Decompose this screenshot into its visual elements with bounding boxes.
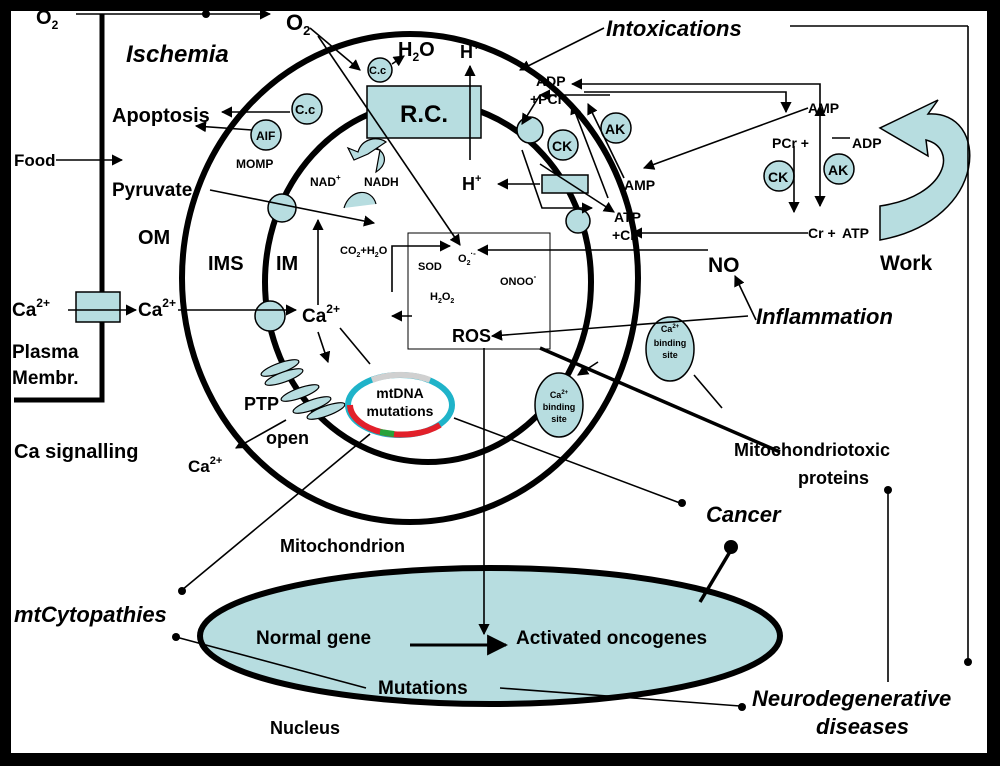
connector-dots [172,10,972,711]
ca-binding-site-1 [534,372,584,438]
label-mitotoxic-1: Mitochondriotoxic [734,440,890,460]
label-o2-radical: O2·- [458,249,476,267]
work-cycle-arrow [878,99,971,241]
label-atp-out: ATP [842,225,869,241]
label-ca-bind-2c: site [662,350,678,360]
label-om: OM [138,227,170,249]
nad-cycle-arrow [343,191,377,209]
label-inflammation: Inflammation [756,304,893,329]
outer-membrane [179,31,641,525]
label-apoptosis: Apoptosis [112,105,210,127]
plasma-ca-channel [75,291,121,323]
label-amp-out: AMP [808,100,839,116]
label-mitotoxic-2: proteins [798,468,869,488]
label-cc-rc: C.c [369,65,386,77]
label-ptp: PTP [244,394,279,414]
label-ca-signalling: Ca signalling [14,441,138,463]
label-aif: AIF [256,129,275,143]
label-ca-out: Ca2+ [188,455,222,476]
label-sod: SOD [418,261,442,273]
label-cc-ims: C.c [295,102,315,117]
label-mtdna: mtDNA [376,385,423,401]
label-o2-left: O2 [36,7,59,32]
connectors [56,8,969,707]
label-nadh: NADH [364,175,399,189]
ant-bottom [565,208,591,234]
cc-circle-ims [291,93,323,125]
label-activated-oncogenes: Activated oncogenes [516,628,707,649]
cc-circle-rc [367,57,393,83]
label-ck-in: CK [552,138,572,154]
label-pcr-out: PCr + [772,135,809,151]
label-ca-mid: Ca2+ [138,296,176,321]
rc-box [366,85,482,139]
ca-binding-site-2 [645,316,695,382]
label-o2-top: O2 [286,10,310,38]
label-im: IM [276,253,298,275]
label-hplus-top: H+ [460,41,479,62]
label-onoo: ONOO- [500,272,537,288]
label-neuro-1: Neurodegenerative [752,686,951,711]
label-momp: MOMP [236,157,273,171]
ca-uniporter [254,300,286,332]
label-nucleus: Nucleus [270,718,340,738]
label-ca-in: Ca2+ [302,302,340,327]
label-ca-bind-2a: Ca2+ [661,324,680,334]
label-cr-out: Cr + [808,225,836,241]
label-pyruvate: Pyruvate [112,180,192,201]
label-adp-pcr-2: +PCr [530,91,564,107]
label-open: open [266,428,309,448]
label-atp-cr-2: +Cr [612,227,636,243]
label-membr: Membr. [12,368,79,389]
label-plasma: Plasma [12,342,79,363]
label-ca-bind-2b: binding [654,338,687,348]
label-no: NO [708,254,740,277]
label-mtcytopathies: mtCytopathies [14,602,167,627]
label-ros: ROS [452,326,491,346]
ak-circle-in [600,112,632,144]
label-normal-gene: Normal gene [256,628,371,649]
rc-cycle-arrow [346,138,388,161]
label-mutations-nucleus: Mutations [378,678,468,699]
ptp-complex [260,359,346,420]
label-adp-out: ADP [852,135,882,151]
pyruvate-carrier [267,193,297,223]
label-work: Work [880,252,932,275]
label-cancer: Cancer [706,502,782,527]
label-nad: NAD+ [310,173,341,189]
label-mitochondrion: Mitochondrion [280,536,405,556]
label-ca-bind-1c: site [551,414,567,424]
ant-top [516,116,544,144]
label-intoxications: Intoxications [606,16,742,41]
label-ims: IMS [208,253,244,275]
label-ak-out: AK [828,162,848,178]
label-mtdna-mutations: mutations [367,403,434,419]
ck-circle-in [547,129,579,161]
label-food: Food [14,151,56,170]
label-h2o: H2O [398,39,435,64]
label-h2o2: H2O2 [430,291,454,305]
label-atp-cr-1: ATP [614,209,641,225]
label-amp-in: AMP [624,177,655,193]
aif-circle [250,119,282,151]
label-neuro-2: diseases [816,714,909,739]
label-ak-in: AK [605,121,625,137]
label-rc: R.C. [400,101,448,128]
label-ca-bind-1a: Ca2+ [550,390,569,400]
label-ca-bind-1b: binding [543,402,576,412]
diagram-labels: O2 O2 Ischemia H2O H+ Intoxications Apop… [12,7,951,739]
label-hplus-mid: H+ [462,173,481,194]
label-ca-left: Ca2+ [12,296,50,321]
label-ck-out: CK [768,169,788,185]
label-ischemia: Ischemia [126,41,229,68]
carrier-circles [250,57,855,332]
plasma-membrane-line [14,14,105,403]
label-co2h2o: CO2+H2O [340,245,388,259]
label-adp-pcr-1: ADP [536,73,566,89]
